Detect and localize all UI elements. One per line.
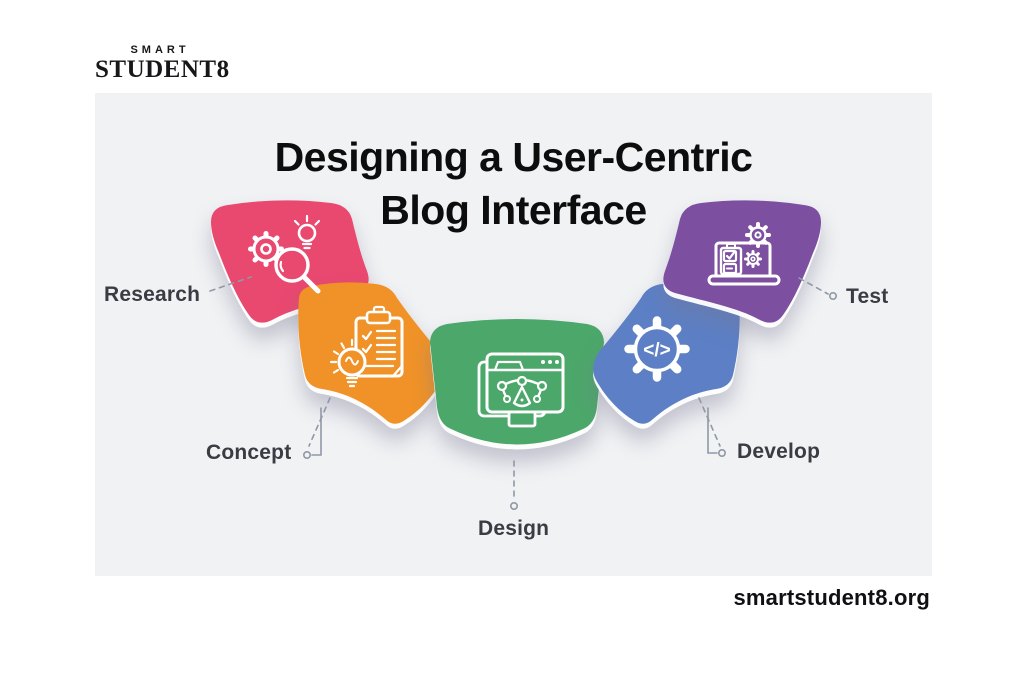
research-gear-magnifier-bulb-icon bbox=[248, 214, 321, 294]
page-title-line1: Designing a User-Centric bbox=[274, 134, 753, 180]
design-browser-pen-tool-icon bbox=[477, 352, 565, 428]
concept-clipboard-checklist-bulb-icon bbox=[329, 305, 404, 388]
test-laptop-checklist-gears-icon bbox=[707, 222, 781, 286]
stage-label-design: Design bbox=[478, 517, 550, 540]
develop-code-glyph: </> bbox=[643, 340, 670, 361]
brand-logo: SMART STUDENT8 bbox=[95, 44, 230, 83]
design-connector bbox=[509, 460, 518, 510]
brand-logo-top: SMART bbox=[130, 44, 190, 56]
test-connector bbox=[798, 277, 837, 300]
brand-logo-bottom: STUDENT8 bbox=[95, 56, 230, 83]
stage-label-test: Test bbox=[846, 285, 889, 308]
research-connector bbox=[209, 276, 252, 292]
page-title-line2: Blog Interface bbox=[380, 187, 647, 233]
website-url: smartstudent8.org bbox=[733, 585, 930, 610]
stage-label-research: Research bbox=[104, 283, 201, 306]
develop-connector bbox=[698, 397, 726, 457]
stage-label-develop: Develop bbox=[737, 440, 821, 463]
develop-gear-code-icon: </> bbox=[624, 316, 690, 382]
page-title: Designing a User-Centric Blog Interface bbox=[95, 131, 932, 237]
stage-label-concept: Concept bbox=[206, 441, 292, 464]
concept-connector bbox=[302, 397, 331, 459]
